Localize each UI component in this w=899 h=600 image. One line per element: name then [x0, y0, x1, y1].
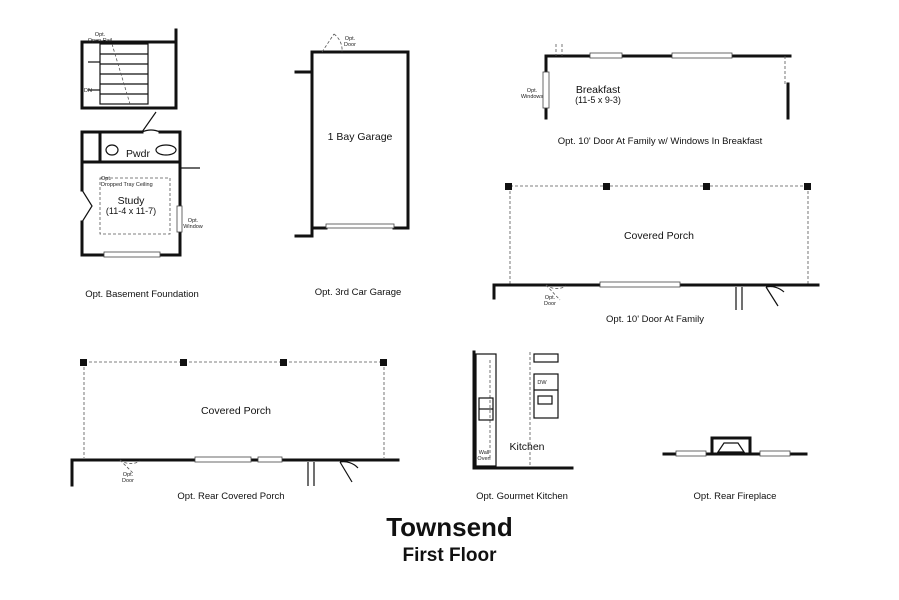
tray-label-1: Opt.: [101, 176, 112, 182]
breakfast-label: Breakfast: [576, 84, 620, 96]
plan-title: Townsend: [386, 512, 513, 542]
panel-porch-family: Covered Porch Opt. Door Opt. 10' Door At…: [492, 183, 820, 325]
wall-oven-label-1: Wall: [479, 450, 490, 456]
tray-ceiling-outline: [99, 177, 171, 235]
open-rail-label-1: Opt.: [95, 32, 106, 38]
porch-door-label-2: Door: [544, 301, 556, 307]
rear-porch-label: Covered Porch: [201, 405, 271, 417]
study-label: Study: [118, 195, 146, 207]
breakfast-dims-label: (11-5 x 9-3): [575, 95, 621, 105]
garage-door-label-1: Opt.: [345, 36, 356, 42]
basement-caption: Opt. Basement Foundation: [85, 289, 199, 300]
garage-caption: Opt. 3rd Car Garage: [315, 287, 402, 298]
rear-porch-caption: Opt. Rear Covered Porch: [177, 491, 284, 502]
pwdr-label: Pwdr: [126, 148, 150, 160]
panel-3rd-car-garage: Opt. Door 1 Bay Garage Opt. 3rd Car Gara…: [294, 33, 410, 298]
window-label-1: Opt.: [188, 218, 199, 224]
study-window: [103, 251, 161, 258]
garage-door-label-2: Door: [344, 42, 356, 48]
breakfast-caption: Opt. 10' Door At Family w/ Windows In Br…: [558, 136, 763, 147]
open-rail-label-2: Open Rail: [88, 38, 112, 44]
garage-room-label: 1 Bay Garage: [328, 131, 393, 143]
panel-breakfast: Breakfast (11-5 x 9-3) Opt. Windows Opt.…: [521, 44, 792, 147]
study-side-window: [176, 205, 183, 233]
panel-rear-fireplace: Opt. Rear Fireplace: [662, 436, 808, 502]
panel-basement-foundation: Opt. Open Rail DN Pwdr Study (11-4 x 11-…: [80, 28, 203, 300]
kitchen-caption: Opt. Gourmet Kitchen: [476, 491, 568, 502]
fireplace-caption: Opt. Rear Fireplace: [694, 491, 777, 502]
rear-porch-door-label-1: Opt.: [123, 472, 134, 478]
kitchen-label: Kitchen: [509, 441, 544, 453]
wall-oven-label-2: Oven: [477, 456, 490, 462]
kitchen-island: [533, 373, 559, 419]
study-dims-label: (11-4 x 11-7): [106, 206, 156, 216]
breakfast-windows-label-1: Opt.: [527, 88, 538, 94]
porch-family-label: Covered Porch: [624, 230, 694, 242]
panel-gourmet-kitchen: DW Wall Oven Kitchen Opt. Gourmet Kitche…: [472, 350, 574, 502]
panel-rear-covered-porch: Covered Porch Opt. Door Opt. Rear Covere…: [70, 359, 400, 502]
stair-treads: [88, 43, 149, 105]
dishwasher-label: DW: [537, 380, 547, 386]
plan-subtitle: First Floor: [402, 545, 497, 566]
breakfast-side-windows: [542, 71, 550, 109]
tray-label-2: Dropped Tray Ceiling: [101, 182, 153, 188]
porch-door-label-1: Opt.: [545, 295, 556, 301]
stair-down-label: DN: [84, 88, 92, 94]
kitchen-counter: [475, 353, 497, 467]
porch-family-caption: Opt. 10' Door At Family: [606, 314, 704, 325]
rear-porch-door-label-2: Door: [122, 478, 134, 484]
garage-door: [325, 223, 395, 229]
window-label-2: Window: [183, 224, 203, 230]
fireplace-box: [710, 436, 752, 456]
breakfast-windows-label-2: Windows: [521, 94, 544, 100]
